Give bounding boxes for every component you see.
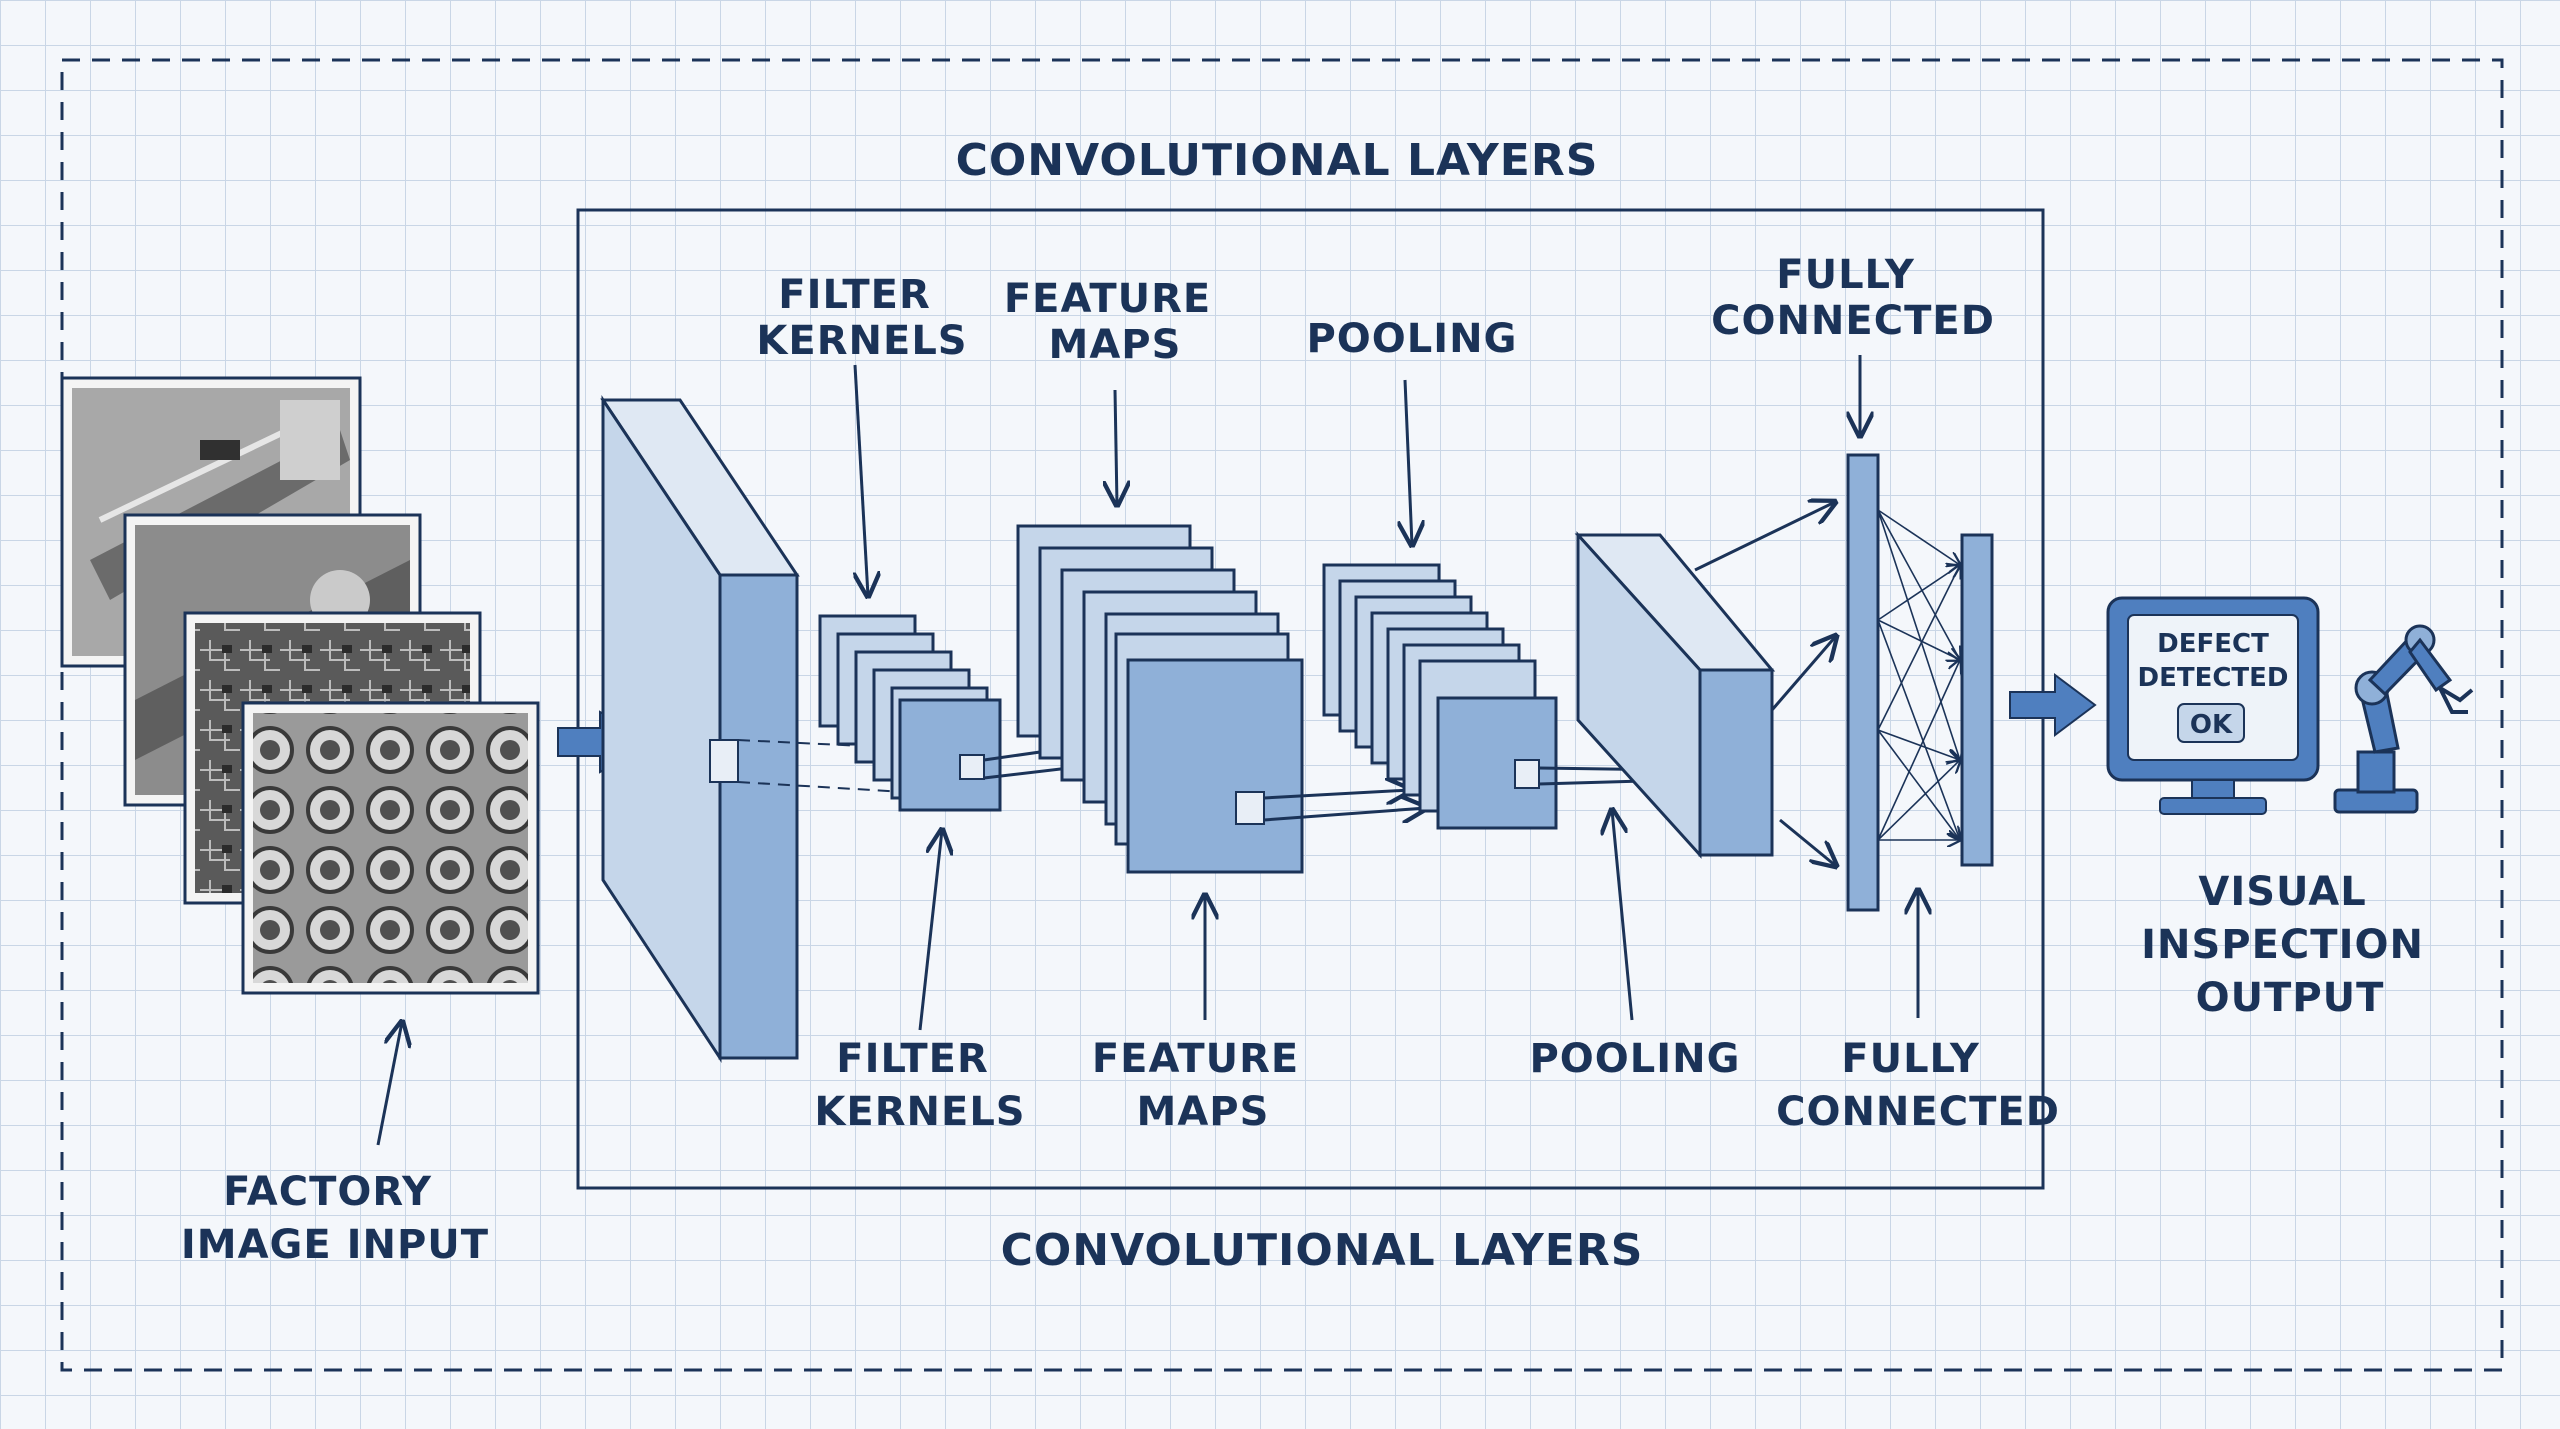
pooling-label-bottom: POOLING bbox=[1529, 1036, 1740, 1082]
monitor-ok-badge: OK bbox=[2190, 710, 2233, 740]
output-flow-arrow bbox=[2009, 673, 2097, 737]
filter-kernels-label-bottom: FILTER KERNELS bbox=[814, 1036, 1025, 1135]
conv-layers-title-top: CONVOLUTIONAL LAYERS bbox=[956, 135, 1599, 186]
factory-image-input-label: FACTORY IMAGE INPUT bbox=[181, 1169, 489, 1268]
filter-kernels-stack bbox=[818, 614, 1002, 812]
pooled-block bbox=[1574, 531, 1776, 859]
monitor-icon bbox=[2106, 596, 2320, 815]
conv-layers-title-bottom: CONVOLUTIONAL LAYERS bbox=[1001, 1225, 1644, 1276]
outer-dashed-frame bbox=[60, 58, 2504, 1372]
robot-arm-icon bbox=[2333, 624, 2474, 814]
bearing-parts-photo bbox=[241, 701, 540, 995]
input-layer-slab bbox=[600, 395, 800, 1064]
monitor-detected-text: DETECTED bbox=[2138, 663, 2289, 693]
input-image-stack bbox=[60, 376, 540, 995]
monitor-defect-text: DEFECT bbox=[2157, 629, 2269, 659]
feature-maps-label-bottom: FEATURE MAPS bbox=[1092, 1036, 1314, 1135]
fc-connections bbox=[1877, 509, 1960, 840]
fully-connected-label-top: FULLY CONNECTED bbox=[1711, 252, 1995, 344]
fully-connected-label-bottom: FULLY CONNECTED bbox=[1776, 1036, 2060, 1135]
feature-maps-label-top: FEATURE MAPS bbox=[1004, 276, 1226, 368]
pooling-label-top: POOLING bbox=[1306, 316, 1517, 362]
annotation-arrows bbox=[376, 355, 1918, 1146]
fully-connected-layers bbox=[1846, 453, 1994, 912]
visual-inspection-output-label: VISUAL INSPECTION OUTPUT bbox=[2141, 869, 2439, 1021]
filter-kernels-label-top: FILTER KERNELS bbox=[756, 272, 967, 364]
feature-maps-stack bbox=[1016, 524, 1304, 874]
pooling-stack bbox=[1322, 563, 1558, 830]
